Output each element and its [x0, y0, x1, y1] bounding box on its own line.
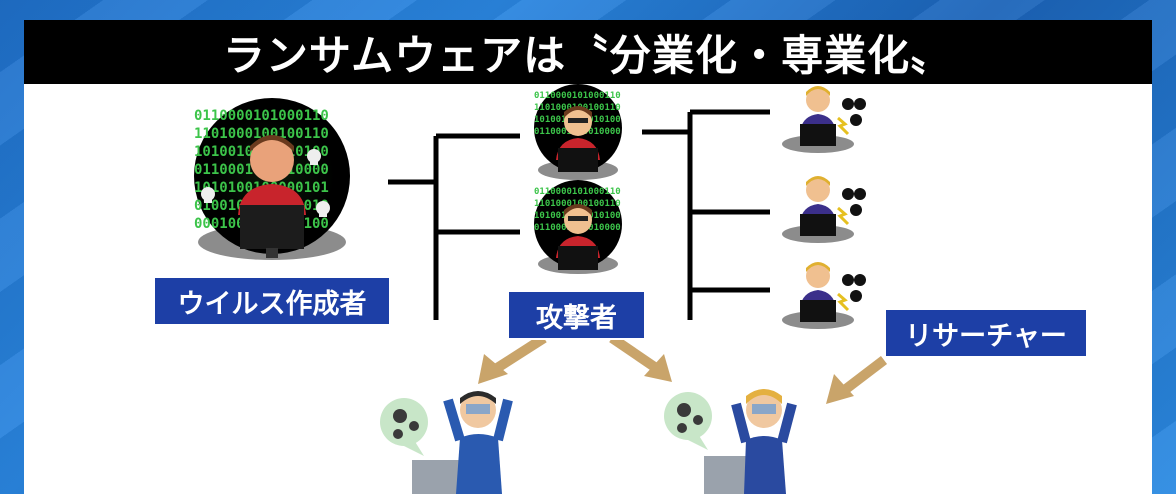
label-researcher: リサーチャー [884, 308, 1088, 358]
victim-figure-2 [664, 389, 797, 494]
researcher-figure-1 [782, 86, 866, 153]
researcher-figure-3 [782, 262, 866, 329]
victim-figure-1 [380, 391, 513, 494]
skull-icon [842, 98, 866, 126]
label-virus-author: ウイルス作成者 [153, 276, 391, 326]
skull-icon [201, 149, 330, 217]
arrow-to-victim-1 [478, 333, 547, 384]
virus-author-figure: 0110000101000110 1101000100100110 101001… [194, 98, 350, 260]
researcher-figure-2 [782, 176, 866, 243]
svg-text:0110000101000110: 0110000101000110 [194, 108, 329, 124]
svg-text:1101000100100110: 1101000100100110 [534, 199, 621, 209]
label-attacker: 攻撃者 [507, 290, 646, 340]
skull-icon [842, 188, 866, 216]
page-title: ランサムウェアは〝分業化・専業化〟 [222, 30, 954, 80]
attacker-figure-1: 0110000101000110 1101000100100110 101001… [534, 84, 622, 180]
svg-text:0110000101000110: 0110000101000110 [534, 187, 621, 197]
svg-text:1101000100100110: 1101000100100110 [194, 126, 329, 142]
virus-icon [393, 409, 419, 439]
arrows [478, 333, 888, 404]
title-bar: ランサムウェアは〝分業化・専業化〟 [24, 20, 1152, 84]
hierarchy-connectors [388, 109, 770, 320]
attacker-figure-2: 0110000101000110 1101000100100110 101001… [534, 180, 622, 274]
arrow-from-researcher [826, 356, 888, 404]
virus-icon [677, 403, 703, 433]
arrow-to-victim-2 [609, 333, 672, 382]
skull-icon [842, 274, 866, 302]
svg-text:0110000101000110: 0110000101000110 [534, 91, 621, 101]
